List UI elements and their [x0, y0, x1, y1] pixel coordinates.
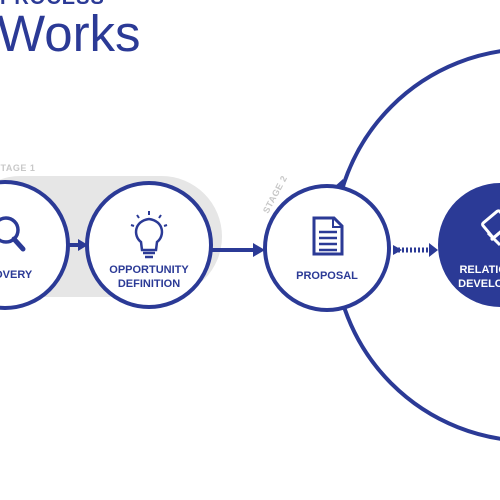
lightbulb-icon: [130, 211, 168, 259]
document-icon: [312, 216, 344, 256]
two-way-connector: [393, 243, 438, 257]
page-title: Works: [0, 5, 141, 62]
opportunity-label-line1: OPPORTUNITY: [109, 264, 189, 276]
arrowhead-2: [253, 243, 265, 257]
relationship-label-line2: DEVELOPMENT: [458, 278, 500, 290]
stage-1-label: STAGE 1: [0, 163, 35, 173]
opportunity-node[interactable]: OPPORTUNITY DEFINITION: [85, 181, 213, 309]
relationship-node[interactable]: RELATIONSHIP DEVELOPMENT: [438, 183, 500, 307]
magnifier-icon: [0, 216, 26, 252]
handshake-icon: [481, 209, 500, 247]
process-label: PROCESS: [0, 0, 105, 10]
proposal-label: PROPOSAL: [296, 270, 358, 282]
opportunity-label-line2: DEFINITION: [118, 278, 180, 290]
arrowhead-1: [78, 239, 88, 251]
proposal-node[interactable]: PROPOSAL: [263, 184, 391, 312]
relationship-label-line1: RELATIONSHIP: [459, 264, 500, 276]
discovery-node[interactable]: DISCOVERY: [0, 180, 70, 310]
discovery-label: DISCOVERY: [0, 269, 33, 281]
